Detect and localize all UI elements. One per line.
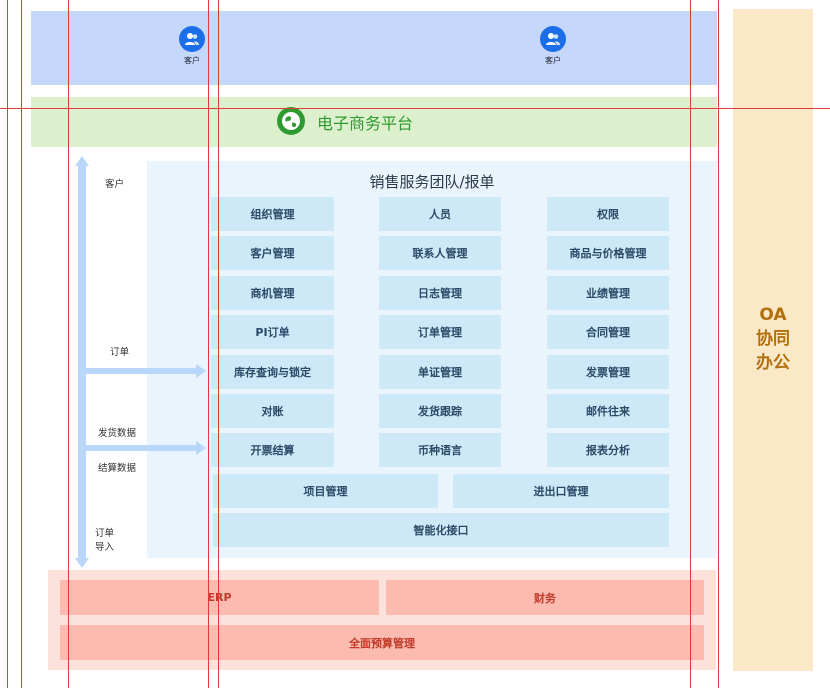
flow-label-customer: 客户 — [105, 179, 125, 190]
oa-label[interactable]: OA 协同 办公 — [733, 303, 813, 375]
module-box[interactable]: 客户管理 — [211, 236, 334, 270]
user-group-icon — [179, 26, 205, 52]
guide-line — [68, 0, 69, 688]
module-box[interactable]: 对账 — [211, 394, 334, 428]
module-box[interactable]: 商机管理 — [211, 276, 334, 310]
module-box[interactable]: 订单管理 — [379, 315, 501, 349]
customer-label: 客户 — [184, 56, 200, 65]
flow-label-line: 订单 — [95, 528, 115, 539]
customer-node-right[interactable]: 客户 — [533, 26, 573, 66]
guide-line — [718, 0, 719, 688]
oa-panel — [733, 9, 813, 671]
sales-title: 销售服务团队/报单 — [369, 173, 495, 191]
guide-line — [218, 0, 219, 688]
customer-node-left[interactable]: 客户 — [172, 26, 212, 66]
finance-box[interactable]: 财务 — [386, 580, 704, 615]
horizontal-flow-arrow — [86, 445, 196, 451]
module-box-wide[interactable]: 进出口管理 — [453, 474, 669, 508]
flow-label-ship-data: 发货数据 — [98, 428, 137, 439]
module-box-full[interactable]: 智能化接口 — [213, 513, 669, 547]
horizontal-flow-arrow — [86, 368, 196, 374]
module-box[interactable]: 联系人管理 — [379, 236, 501, 270]
module-box[interactable]: 日志管理 — [379, 276, 501, 310]
module-box[interactable]: 开票结算 — [211, 433, 334, 467]
module-box[interactable]: 邮件往来 — [547, 394, 669, 428]
module-box[interactable]: 发票管理 — [547, 355, 669, 389]
module-box[interactable]: 权限 — [547, 197, 669, 231]
module-box[interactable]: 发货跟踪 — [379, 394, 501, 428]
vertical-flow-arrow — [78, 164, 86, 559]
customer-band — [31, 11, 717, 85]
arrow-up-icon — [75, 156, 89, 166]
module-box[interactable]: 单证管理 — [379, 355, 501, 389]
module-box[interactable]: 合同管理 — [547, 315, 669, 349]
arrow-right-icon — [196, 364, 206, 378]
module-box[interactable]: PI订单 — [211, 315, 334, 349]
oa-line: OA — [759, 305, 787, 325]
guide-line — [7, 0, 8, 688]
guide-line — [208, 0, 209, 688]
erp-box[interactable]: ERP — [60, 580, 379, 615]
budget-box[interactable]: 全面预算管理 — [60, 625, 704, 660]
guide-line — [21, 0, 22, 688]
module-box[interactable]: 组织管理 — [211, 197, 334, 231]
flow-label-line: 导入 — [95, 542, 115, 553]
guide-line — [690, 0, 691, 688]
oa-line: 协同 — [756, 329, 790, 349]
flow-label-order: 订单 — [110, 347, 130, 358]
globe-icon — [277, 107, 305, 135]
guide-line — [0, 108, 830, 109]
module-box[interactable]: 报表分析 — [547, 433, 669, 467]
ecommerce-band — [31, 97, 717, 147]
module-box[interactable]: 人员 — [379, 197, 501, 231]
flow-label-order-import: 订单 导入 — [95, 527, 114, 555]
user-group-icon — [540, 26, 566, 52]
arrow-right-icon — [196, 441, 206, 455]
customer-label: 客户 — [545, 56, 561, 65]
oa-line: 办公 — [756, 353, 790, 373]
module-box[interactable]: 库存查询与锁定 — [211, 355, 334, 389]
module-box[interactable]: 业绩管理 — [547, 276, 669, 310]
module-box[interactable]: 币种语言 — [379, 433, 501, 467]
flow-label-settle-data: 结算数据 — [98, 463, 137, 474]
module-box[interactable]: 商品与价格管理 — [547, 236, 669, 270]
arrow-down-icon — [75, 558, 89, 568]
ecommerce-title: 电子商务平台 — [317, 114, 414, 133]
module-box-wide[interactable]: 项目管理 — [213, 474, 438, 508]
